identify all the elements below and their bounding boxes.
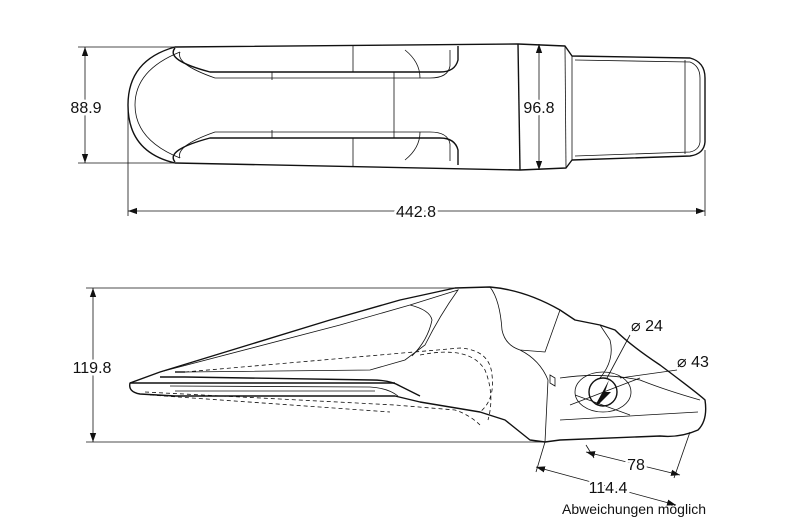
side-view-hidden-floor	[144, 391, 481, 426]
top-view-nose-inner	[134, 51, 181, 159]
top-view-upper-recess	[172, 46, 459, 73]
side-view-shoulder	[489, 286, 561, 353]
top-view-line	[564, 45, 567, 169]
top-view-shoulder-line	[517, 43, 521, 171]
dim-length: 442.8	[396, 204, 436, 221]
side-view-slope-curve	[409, 304, 433, 357]
top-view-lower-recess	[172, 137, 459, 165]
side-view-shoulder-edge	[519, 349, 549, 443]
ext-line	[585, 444, 595, 459]
side-view-floor	[160, 376, 421, 397]
side-view-slope-inner	[159, 289, 460, 373]
side-view-floor-inner	[169, 385, 399, 397]
top-view-upper-fillet	[404, 49, 421, 79]
dim-width-front: 88.9	[70, 100, 101, 117]
pin-hole-inner	[588, 377, 618, 407]
side-view-tip-line	[559, 411, 699, 421]
dim-line-pin-dist	[535, 466, 677, 506]
side-view: 119.8 ⌀ 24 ⌀ 43 78 114.4	[70, 286, 709, 506]
ext-line	[673, 431, 691, 479]
pin-centerline	[569, 377, 641, 406]
dim-pin-offset: 78	[627, 457, 645, 474]
leader-pin-large	[619, 369, 678, 379]
top-view-outline	[127, 43, 706, 171]
side-view-hidden-cavity	[184, 347, 493, 413]
pin-axis	[574, 394, 631, 416]
dim-pin-large: ⌀ 43	[677, 354, 709, 371]
side-view-hidden-curve	[419, 351, 492, 421]
side-view-notch	[549, 374, 556, 387]
dim-height: 119.8	[73, 360, 112, 377]
disclaimer-note: Abweichungen möglich	[562, 501, 706, 517]
top-view-tip-inner	[574, 59, 701, 157]
dim-width-rear: 96.8	[523, 100, 554, 117]
pin-hole-outer	[574, 371, 632, 413]
dim-pin-dist: 114.4	[589, 480, 628, 497]
side-view-pin-boss	[599, 324, 612, 379]
side-view-outline	[129, 286, 707, 443]
side-view-tip-edge	[559, 375, 701, 401]
leader-pin-small	[606, 334, 631, 379]
top-view-upper-recess-inner	[179, 50, 451, 79]
top-view-lower-recess-inner	[179, 131, 451, 161]
side-view-hidden-line	[149, 394, 391, 413]
top-view: 88.9 96.8 442.8	[68, 43, 706, 224]
dim-pin-small: ⌀ 24	[631, 318, 663, 335]
top-view-lower-fillet	[404, 131, 421, 161]
